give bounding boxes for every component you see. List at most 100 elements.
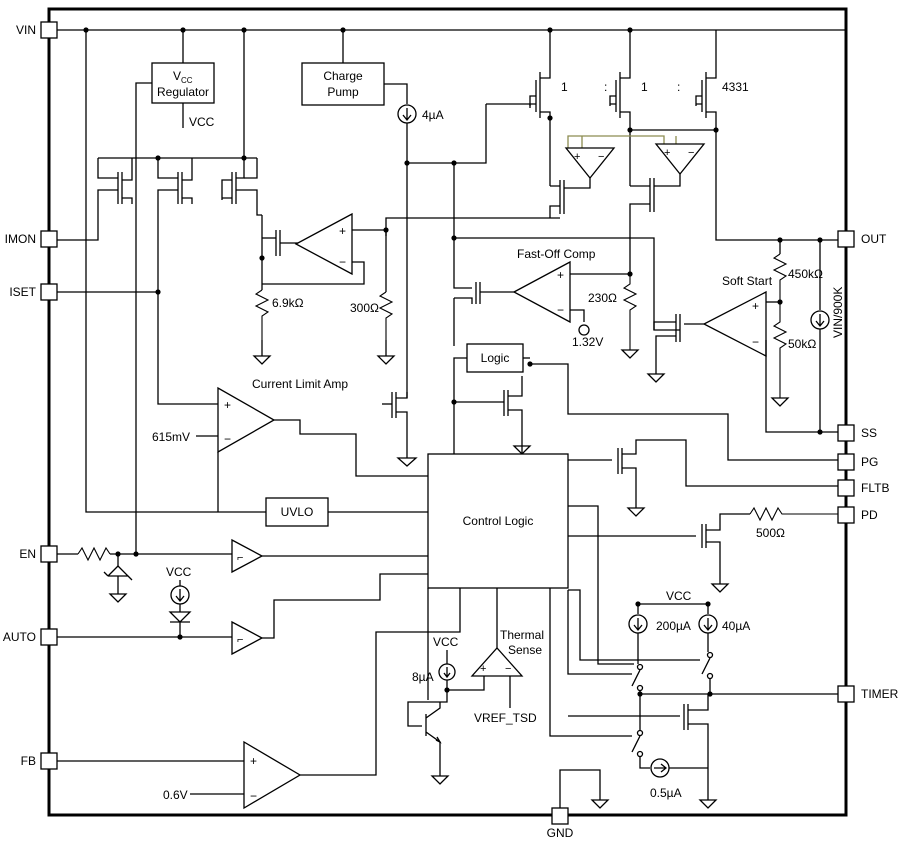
pin-auto: AUTO	[3, 628, 58, 646]
pin-pd-label: PD	[861, 508, 878, 522]
soft-start-amp-minus: −	[752, 335, 759, 349]
uvlo-block: UVLO	[265, 497, 428, 527]
sense-amp2-minus: −	[688, 147, 694, 159]
pin-out-label: OUT	[861, 232, 887, 246]
thermal-vcc-label: VCC	[433, 635, 459, 649]
timer-40ua-label: 40µA	[722, 619, 750, 633]
pin-ss: SS	[837, 424, 877, 442]
vcc-regulator-output-label: VCC	[189, 115, 215, 129]
pin-en-label: EN	[19, 547, 36, 561]
pin-out: OUT	[837, 230, 887, 248]
vin-rail	[57, 27, 846, 513]
pin-fltb: FLTB	[837, 479, 889, 497]
pin-vin-label: VIN	[16, 23, 36, 37]
logic-label: Logic	[481, 351, 510, 365]
fast-off-vref-label: 1.32V	[572, 335, 603, 349]
uvlo-label: UVLO	[281, 505, 314, 519]
resistor-6k9-label: 6.9kΩ	[272, 296, 304, 310]
pin-imon-label: IMON	[5, 232, 36, 246]
charge-pump-current-label: 4µA	[422, 108, 444, 122]
charge-pump-block: Charge Pump 4µA	[301, 30, 444, 398]
auto-schmitt-symbol: ⌐	[237, 634, 243, 646]
thermal-sense: Thermal Sense + − VREF_TSD VCC 8µA	[407, 588, 544, 785]
en-input-circuit: ⌐	[57, 538, 428, 603]
charge-pump-label-2: Pump	[327, 85, 359, 99]
thermal-sense-label-2: Sense	[508, 643, 542, 657]
pin-gnd-label: GND	[547, 826, 574, 840]
sense-amplifiers: + − + −	[549, 143, 706, 277]
sense-amp1-minus: −	[598, 151, 604, 163]
resistor-50k-label: 50kΩ	[788, 337, 816, 351]
current-limit-minus: −	[224, 432, 231, 446]
soft-start-label: Soft Start	[722, 274, 773, 288]
vcc-regulator-label-2: Regulator	[157, 85, 209, 99]
fet-ratio-colon-a: :	[604, 80, 607, 94]
soft-start: Soft Start 450kΩ 50kΩ + − VIN/900K	[646, 237, 845, 435]
pin-pd: PD	[837, 506, 878, 524]
pin-iset-label: ISET	[9, 285, 36, 299]
fast-off-comp-label: Fast-Off Comp	[517, 247, 596, 261]
current-limit-plus: +	[224, 398, 231, 412]
pin-vin: VIN	[16, 21, 58, 39]
power-fets: 1 : 1 : 4331	[407, 30, 838, 241]
imon-amp-minus: −	[339, 255, 346, 269]
fet-ratio-1b: 1	[641, 80, 648, 94]
auto-vcc-label: VCC	[166, 565, 192, 579]
pin-fb-label: FB	[21, 754, 36, 768]
pin-pg: PG	[837, 453, 878, 471]
timer-200ua-label: 200µA	[656, 619, 691, 633]
thermal-amp-plus: +	[480, 663, 486, 675]
vref-tsd-label: VREF_TSD	[474, 711, 537, 725]
pin-ss-label: SS	[861, 426, 877, 440]
resistor-500-label: 500Ω	[756, 526, 785, 540]
resistor-300: 300Ω	[350, 217, 560, 365]
status-outputs: 500Ω	[568, 439, 838, 593]
resistor-230-label: 230Ω	[588, 291, 617, 305]
resistor-450k-label: 450kΩ	[788, 267, 823, 281]
timer-vcc-label: VCC	[666, 589, 692, 603]
vin-900k-label: VIN/900K	[831, 287, 845, 338]
imon-amplifier: + − 6.9kΩ	[252, 212, 389, 365]
current-limit-vref-label: 615mV	[152, 430, 190, 444]
current-limit-amp-label: Current Limit Amp	[252, 377, 348, 391]
fb-comp-plus: +	[250, 754, 257, 768]
timer-circuit: VCC 200µA 40µA 0.5µA	[549, 505, 838, 809]
fb-comparator: + − 0.6V	[57, 588, 461, 810]
control-logic-block: Control Logic	[427, 453, 569, 589]
vcc-regulator-label: VCC	[173, 69, 193, 85]
fb-comp-vref-label: 0.6V	[163, 788, 188, 802]
pin-auto-label: AUTO	[3, 630, 36, 644]
fet-ratio-4331: 4331	[722, 80, 749, 94]
fast-off-comparator: Fast-Off Comp + − 1.32V 230Ω	[451, 163, 680, 359]
pin-fltb-label: FLTB	[861, 481, 889, 495]
sense-amp2-plus: +	[664, 147, 670, 159]
soft-start-amp-plus: +	[752, 299, 759, 313]
pin-en: EN	[19, 545, 58, 563]
fast-off-comp-plus: +	[557, 268, 564, 282]
pin-fb: FB	[21, 752, 58, 770]
thermal-sense-label-1: Thermal	[500, 628, 544, 642]
ic-boundary	[47, 7, 848, 817]
fet-ratio-1a: 1	[561, 80, 568, 94]
fast-off-comp-minus: −	[557, 303, 564, 317]
imon-current-mirror	[57, 30, 300, 295]
fb-comp-minus: −	[250, 789, 257, 803]
control-logic-label: Control Logic	[463, 514, 534, 528]
imon-amp-plus: +	[339, 224, 346, 238]
pin-iset: ISET	[9, 283, 58, 301]
thermal-bias-current-label: 8µA	[412, 670, 434, 684]
fet-ratio-colon-b: :	[677, 80, 680, 94]
resistor-300-label: 300Ω	[350, 301, 379, 315]
pin-timer-label: TIMER	[861, 687, 899, 701]
vcc-regulator-block: VCC Regulator VCC	[135, 30, 215, 554]
pin-imon: IMON	[5, 230, 58, 248]
timer-05ua-label: 0.5µA	[650, 786, 682, 800]
logic-block: Logic	[451, 343, 838, 461]
pin-timer: TIMER	[837, 685, 899, 703]
sense-amp1-plus: +	[574, 151, 580, 163]
current-limit-amp: Current Limit Amp + − 615mV	[152, 292, 428, 512]
charge-pump-label-1: Charge	[323, 69, 363, 83]
pin-pg-label: PG	[861, 455, 878, 469]
pin-gnd: GND	[547, 769, 610, 840]
